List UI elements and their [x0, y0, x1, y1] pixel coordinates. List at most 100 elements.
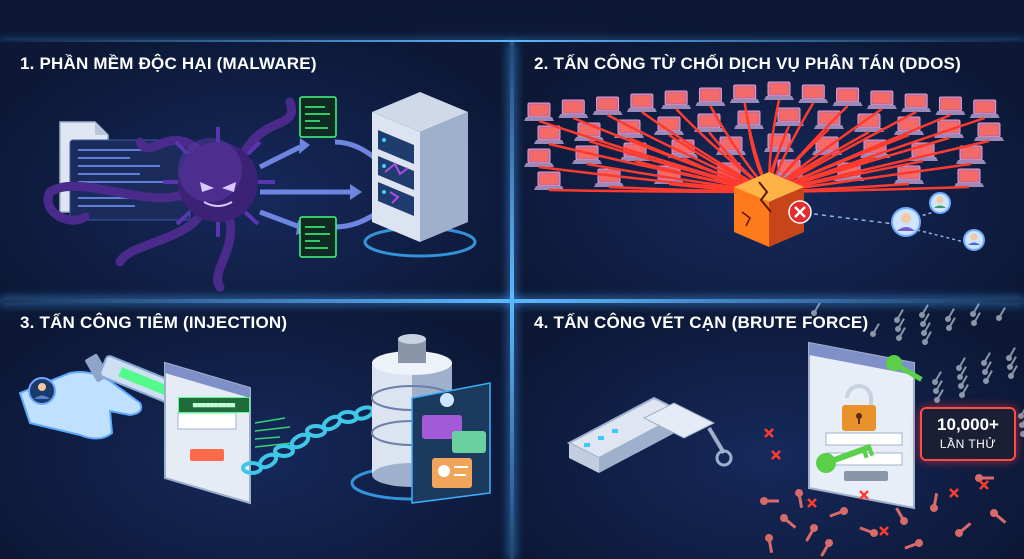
key-icon — [934, 389, 944, 403]
key-icon — [1006, 347, 1016, 361]
panel-title: 4. TẤN CÔNG VÉT CẠN (BRUTE FORCE) — [534, 313, 869, 332]
injection-illustration — [18, 334, 491, 505]
key-icon — [956, 357, 966, 371]
user-avatar-icon — [963, 229, 985, 251]
malware-illustration — [43, 92, 477, 292]
key-icon — [933, 380, 943, 394]
laptop-icon — [534, 125, 564, 144]
virus-icon — [163, 127, 275, 237]
padlock-icon — [842, 384, 876, 431]
key-icon — [921, 322, 931, 336]
key-icon — [904, 539, 923, 550]
laptop-icon — [901, 93, 932, 112]
key-icon — [895, 318, 905, 332]
key-icon — [859, 526, 878, 537]
server-rack-icon — [363, 92, 477, 258]
key-icon — [971, 312, 981, 326]
key-icon — [920, 313, 930, 327]
key-icon — [795, 489, 804, 509]
code-window-icon — [299, 96, 337, 138]
laptop-icon — [764, 81, 794, 100]
key-icon — [820, 539, 833, 557]
panel-title: 3. TẤN CÔNG TIÊM (INJECTION) — [20, 313, 288, 332]
key-icon — [975, 474, 994, 482]
key-icon — [970, 303, 980, 317]
panel-title: 2. TẤN CÔNG TỪ CHỐI DỊCH VỤ PHÂN TÁN (DD… — [534, 54, 961, 73]
key-icon — [894, 309, 904, 323]
browser-window-icon — [164, 361, 251, 505]
error-x-icon — [949, 488, 959, 498]
attempts-badge: 10,000+ LẦN THỬ — [920, 407, 1016, 461]
code-stream — [254, 417, 293, 448]
blocked-connection — [813, 213, 895, 225]
usb-key-icon — [566, 396, 733, 473]
key-icon — [1020, 423, 1024, 437]
key-icon — [983, 370, 993, 384]
key-icon — [811, 303, 821, 316]
laptop-icon — [594, 168, 624, 187]
laptop-icon — [558, 99, 589, 118]
ddos-illustration — [524, 81, 1004, 251]
panel-brute-force: 10,000+ LẦN THỬ 4. TẤN CÔNG VÉT CẠN (BRU… — [514, 303, 1024, 559]
key-icon — [958, 375, 968, 389]
error-x-icon — [979, 480, 989, 490]
laptop-icon — [524, 102, 554, 121]
user-avatar-icon — [891, 207, 921, 237]
failed-attempt-marks — [764, 428, 989, 536]
key-icon — [955, 522, 972, 537]
key-icon — [922, 331, 932, 345]
key-icon — [760, 497, 779, 505]
laptop-icon — [974, 122, 1004, 141]
laptop-icon — [524, 148, 554, 167]
panel-injection: ■■■■■■■■■■ 3. TẤN CÔNG TIÊM (INJECTION) — [0, 303, 510, 559]
laptop-icon — [798, 84, 829, 103]
panel-ddos: 2. TẤN CÔNG TỪ CHỐI DỊCH VỤ PHÂN TÁN (DD… — [514, 42, 1024, 299]
key-icon — [780, 514, 797, 529]
key-icon — [932, 371, 942, 385]
laptop-icon — [969, 99, 1000, 118]
error-x-icon — [764, 428, 774, 438]
laptop-icon — [935, 96, 966, 115]
key-icon — [829, 507, 848, 518]
code-window-icon — [299, 216, 337, 258]
laptop-icon — [661, 90, 692, 109]
key-icon — [1008, 365, 1018, 379]
laptop-icon — [866, 90, 897, 109]
id-card-icon — [432, 458, 472, 488]
laptop-icon — [814, 110, 844, 129]
vertical-divider — [510, 42, 514, 559]
top-divider — [0, 40, 1024, 42]
key-icon — [957, 366, 967, 380]
laptop-icon — [654, 116, 684, 135]
key-icon — [1007, 356, 1017, 370]
error-x-icon — [879, 526, 889, 536]
panel-malware: 1. PHẦN MỀM ĐỘC HẠI (MALWARE) — [0, 42, 510, 299]
laptop-icon — [626, 93, 657, 112]
error-x-icon — [771, 450, 781, 460]
key-icon — [895, 507, 908, 525]
key-icon — [981, 352, 991, 366]
infection-arrows — [258, 139, 387, 230]
key-icon — [959, 384, 969, 398]
attempts-label: LẦN THỬ — [939, 437, 997, 451]
error-x-icon — [788, 200, 812, 224]
key-icon — [982, 361, 992, 375]
injected-code-label: ■■■■■■■■■■ — [178, 397, 250, 413]
broken-server-icon — [734, 172, 804, 247]
key-icon — [886, 355, 923, 382]
key-icon — [919, 304, 929, 318]
panel-title: 1. PHẦN MỀM ĐỘC HẠI (MALWARE) — [20, 54, 317, 73]
laptop-icon — [832, 87, 863, 106]
key-icon — [765, 534, 774, 554]
key-icon — [870, 323, 880, 337]
error-x-icon — [859, 490, 869, 500]
laptop-icon — [729, 84, 760, 103]
key-icon — [996, 307, 1006, 321]
key-icon — [930, 492, 939, 512]
key-icon — [1018, 405, 1024, 419]
key-icon — [945, 308, 955, 322]
laptop-icon — [854, 113, 884, 132]
key-icon — [816, 443, 875, 473]
laptop-icon — [695, 87, 726, 106]
